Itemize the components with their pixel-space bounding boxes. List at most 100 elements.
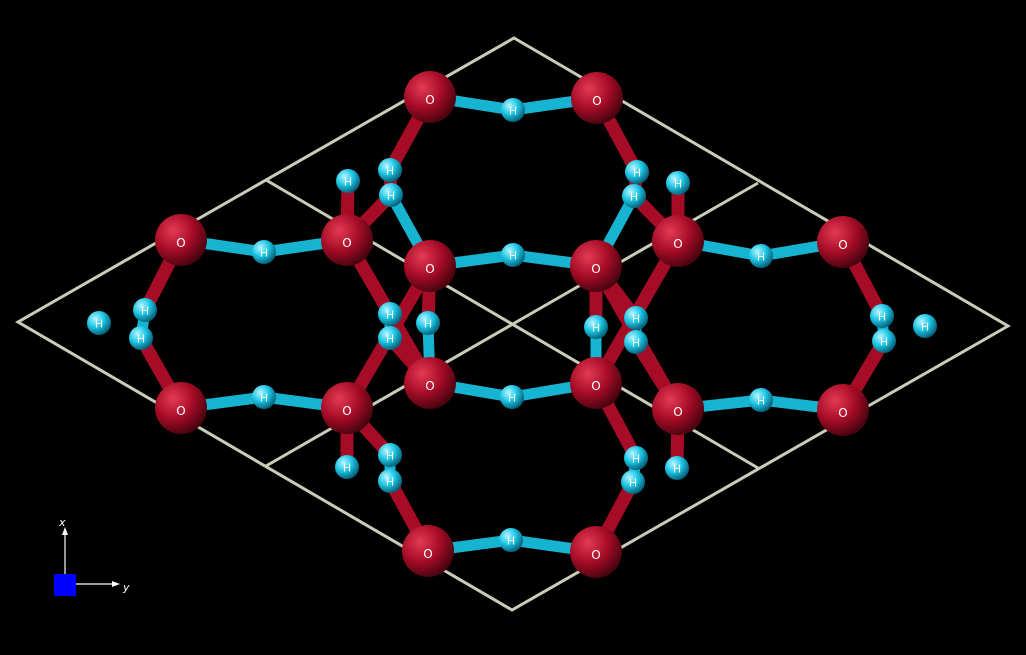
hydrogen-atom[interactable]: H bbox=[252, 385, 276, 409]
oxygen-sphere bbox=[155, 214, 207, 266]
hydrogen-label: H bbox=[386, 476, 394, 489]
hydrogen-sphere bbox=[416, 311, 440, 335]
hydrogen-label: H bbox=[95, 318, 103, 331]
hydrogen-atom[interactable]: H bbox=[87, 311, 111, 335]
hydrogen-atom[interactable]: H bbox=[378, 469, 402, 493]
oxygen-atom[interactable]: O bbox=[570, 526, 622, 578]
hydrogen-label: H bbox=[141, 305, 149, 318]
hydrogen-atom[interactable]: H bbox=[624, 330, 648, 354]
hydrogen-sphere bbox=[500, 385, 524, 409]
oxygen-label: O bbox=[838, 238, 847, 252]
hydrogen-label: H bbox=[757, 395, 765, 408]
hydrogen-sphere bbox=[378, 326, 402, 350]
hydrogen-label: H bbox=[343, 462, 351, 475]
hydrogen-sphere bbox=[499, 528, 523, 552]
hydrogen-atom[interactable]: H bbox=[499, 528, 523, 552]
hydrogen-atom[interactable]: H bbox=[378, 158, 402, 182]
oxygen-atom[interactable]: O bbox=[321, 214, 373, 266]
oxygen-label: O bbox=[591, 379, 600, 393]
hydrogen-atom[interactable]: H bbox=[501, 243, 525, 267]
oxygen-atom[interactable]: O bbox=[404, 71, 456, 123]
oxygen-label: O bbox=[176, 404, 185, 418]
hydrogen-sphere bbox=[625, 160, 649, 184]
hydrogen-sphere bbox=[335, 455, 359, 479]
hydrogen-atom[interactable]: H bbox=[129, 326, 153, 350]
hydrogen-atom[interactable]: H bbox=[335, 455, 359, 479]
oxygen-sphere bbox=[321, 214, 373, 266]
hydrogen-sphere bbox=[378, 443, 402, 467]
hydrogen-atom[interactable]: H bbox=[625, 160, 649, 184]
oxygen-sphere bbox=[402, 525, 454, 577]
hydrogen-atom[interactable]: H bbox=[749, 388, 773, 412]
hydrogen-label: H bbox=[592, 322, 600, 335]
hydrogen-atom[interactable]: H bbox=[252, 240, 276, 264]
hydrogen-atom[interactable]: H bbox=[622, 184, 646, 208]
hydrogen-atom[interactable]: H bbox=[378, 443, 402, 467]
hydrogen-atom[interactable]: H bbox=[621, 470, 645, 494]
hydrogen-atom[interactable]: H bbox=[378, 302, 402, 326]
oxygen-sphere bbox=[817, 384, 869, 436]
oxygen-atom[interactable]: O bbox=[817, 216, 869, 268]
hydrogen-sphere bbox=[622, 184, 646, 208]
hydrogen-atom[interactable]: H bbox=[913, 314, 937, 338]
oxygen-atom[interactable]: O bbox=[321, 382, 373, 434]
unit-cell-outline bbox=[15, 36, 1011, 612]
oxygen-atom[interactable]: O bbox=[404, 240, 456, 292]
oxygen-atom[interactable]: O bbox=[570, 357, 622, 409]
hydrogen-atom[interactable]: H bbox=[624, 306, 648, 330]
oxygen-atom[interactable]: O bbox=[402, 525, 454, 577]
hydrogen-atom[interactable]: H bbox=[624, 446, 648, 470]
hydrogen-sphere bbox=[624, 446, 648, 470]
hydrogen-sphere bbox=[749, 244, 773, 268]
oxygen-label: O bbox=[342, 404, 351, 418]
hydrogen-atom[interactable]: H bbox=[584, 315, 608, 339]
hydrogen-atom[interactable]: H bbox=[500, 385, 524, 409]
oxygen-label: O bbox=[838, 406, 847, 420]
hydrogen-atom[interactable]: H bbox=[379, 183, 403, 207]
hydrogen-sphere bbox=[665, 456, 689, 480]
hydrogen-label: H bbox=[260, 392, 268, 405]
oxygen-atom[interactable]: O bbox=[404, 357, 456, 409]
hydrogen-label: H bbox=[344, 176, 352, 189]
hydrogen-label: H bbox=[630, 191, 638, 204]
hydrogen-atom[interactable]: H bbox=[416, 311, 440, 335]
oxygen-label: O bbox=[342, 236, 351, 250]
oxygen-atom[interactable]: O bbox=[155, 214, 207, 266]
hydrogen-atom[interactable]: H bbox=[749, 244, 773, 268]
oxygen-atom[interactable]: O bbox=[571, 72, 623, 124]
oxygen-atom[interactable]: O bbox=[652, 215, 704, 267]
hydrogen-atom[interactable]: H bbox=[378, 326, 402, 350]
hydrogen-label: H bbox=[507, 535, 515, 548]
oxygen-atom[interactable]: O bbox=[155, 382, 207, 434]
hydrogen-sphere bbox=[624, 306, 648, 330]
hydrogen-label: H bbox=[673, 463, 681, 476]
hydrogen-atom[interactable]: H bbox=[133, 298, 157, 322]
x-axis-arrowhead bbox=[62, 527, 68, 535]
oxygen-atom[interactable]: O bbox=[652, 383, 704, 435]
hydrogen-sphere bbox=[666, 171, 690, 195]
hydrogen-label: H bbox=[386, 450, 394, 463]
hydrogen-label: H bbox=[260, 247, 268, 260]
oxygen-sphere bbox=[571, 72, 623, 124]
hydrogen-atom[interactable]: H bbox=[501, 98, 525, 122]
hydrogen-atom[interactable]: H bbox=[872, 329, 896, 353]
oxygen-atom[interactable]: O bbox=[817, 384, 869, 436]
x-axis-label: x bbox=[58, 516, 66, 529]
hydrogen-label: H bbox=[880, 336, 888, 349]
hydrogen-label: H bbox=[509, 105, 517, 118]
hydrogen-sphere bbox=[624, 330, 648, 354]
hydrogen-atom[interactable]: H bbox=[665, 456, 689, 480]
oxygen-label: O bbox=[591, 548, 600, 562]
hydrogen-sphere bbox=[584, 315, 608, 339]
hydrogen-label: H bbox=[632, 313, 640, 326]
hydrogen-atom[interactable]: H bbox=[336, 169, 360, 193]
oxygen-label: O bbox=[425, 93, 434, 107]
hydrogen-label: H bbox=[632, 453, 640, 466]
oxygen-label: O bbox=[591, 262, 600, 276]
hydrogen-atom[interactable]: H bbox=[870, 304, 894, 328]
hydrogen-atom[interactable]: H bbox=[666, 171, 690, 195]
oxygen-atom[interactable]: O bbox=[570, 240, 622, 292]
hydrogen-label: H bbox=[424, 318, 432, 331]
